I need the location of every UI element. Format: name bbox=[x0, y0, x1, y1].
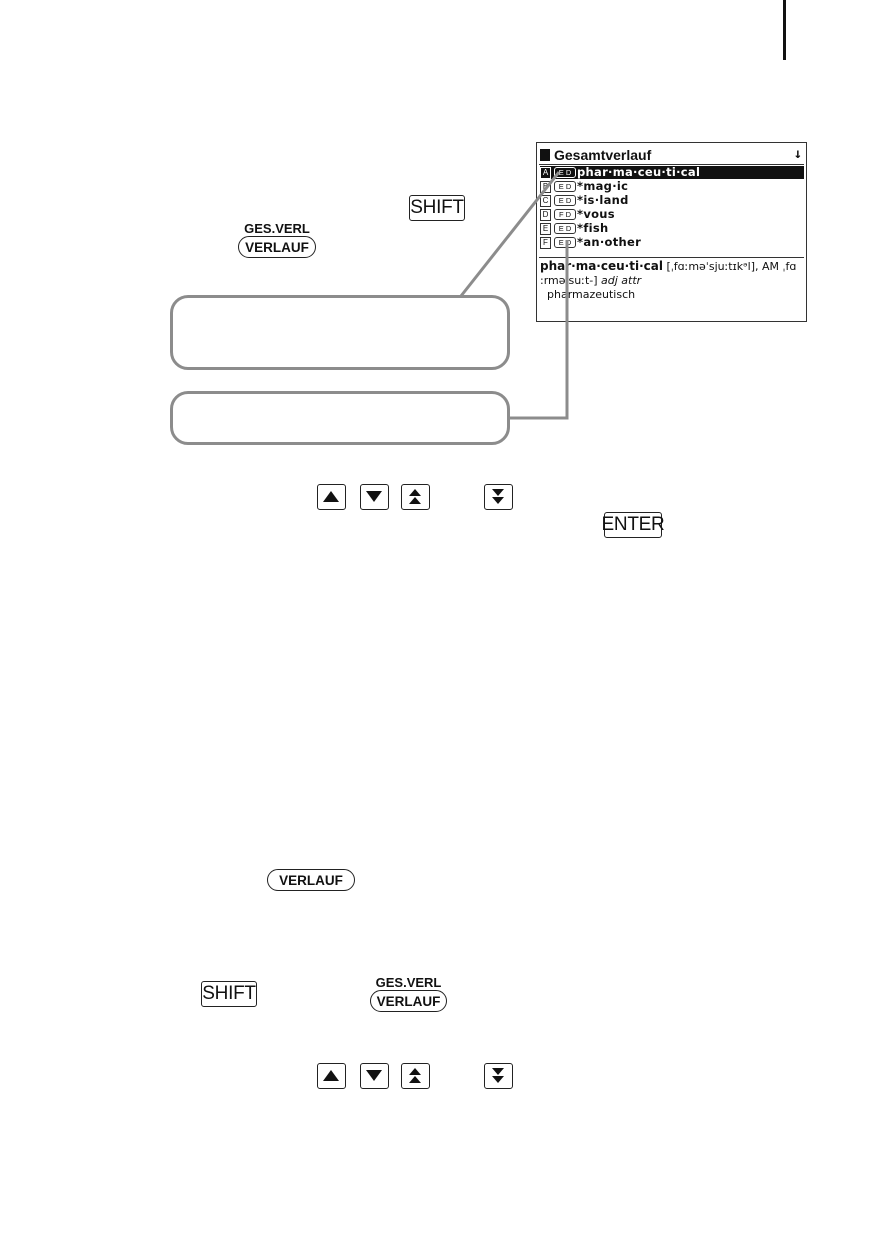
down-triangle-icon bbox=[366, 491, 382, 502]
history-row[interactable]: A E D phar·ma·ceu·ti·cal bbox=[540, 166, 804, 179]
ges-verl-label-2: GES.VERL bbox=[375, 975, 442, 990]
verlauf-key-3[interactable]: VERLAUF bbox=[370, 990, 447, 1012]
ges-verl-label: GES.VERL bbox=[244, 221, 310, 236]
verlauf-key-2[interactable]: VERLAUF bbox=[267, 869, 355, 891]
row-letter: C bbox=[540, 194, 551, 207]
callout-leader-lines bbox=[459, 171, 569, 420]
down-arrow-key-2[interactable] bbox=[360, 1063, 389, 1089]
history-word: *an·other bbox=[577, 235, 642, 249]
leader-line-lower bbox=[508, 240, 569, 420]
definition-divider bbox=[539, 257, 804, 258]
verlauf-key[interactable]: VERLAUF bbox=[238, 236, 316, 258]
definition-headword: phar·ma·ceu·ti·cal bbox=[540, 259, 663, 273]
definition-pos: adj attr bbox=[601, 274, 642, 287]
double-up-icon bbox=[409, 489, 421, 504]
dict-badge: E D bbox=[554, 167, 576, 178]
dict-badge: E D bbox=[554, 181, 576, 192]
history-word: *vous bbox=[577, 207, 615, 221]
row-letter: D bbox=[540, 208, 551, 221]
title-block-icon bbox=[540, 149, 550, 161]
history-word: phar·ma·ceu·ti·cal bbox=[577, 165, 701, 179]
page-up-key[interactable] bbox=[401, 484, 430, 510]
definition-pronunciation: [ˌfɑːməˈsjuːtɪkᵊl], AM ˌfɑ bbox=[662, 260, 797, 273]
row-letter: B bbox=[540, 180, 551, 193]
double-up-icon bbox=[409, 1068, 421, 1083]
history-word: *fish bbox=[577, 221, 609, 235]
double-down-icon bbox=[492, 1068, 504, 1083]
up-arrow-key[interactable] bbox=[317, 484, 346, 510]
row-letter: F bbox=[540, 236, 551, 249]
history-word: *mag·ic bbox=[577, 179, 629, 193]
double-down-icon bbox=[492, 489, 504, 504]
dict-badge: E D bbox=[554, 195, 576, 206]
row-letter: A bbox=[540, 166, 551, 179]
page-down-key[interactable] bbox=[484, 484, 513, 510]
down-triangle-icon bbox=[366, 1070, 382, 1081]
title-divider bbox=[539, 164, 804, 165]
leader-line-upper bbox=[459, 171, 561, 297]
shift-key[interactable]: SHIFT bbox=[409, 195, 465, 221]
history-row[interactable]: E E D *fish bbox=[540, 222, 804, 235]
up-triangle-icon bbox=[323, 491, 339, 502]
definition-line-2: :rməˈsuːt-] adj attr bbox=[540, 274, 804, 287]
screen-title: Gesamtverlauf bbox=[540, 147, 651, 163]
page-down-key-2[interactable] bbox=[484, 1063, 513, 1089]
history-word: *is·land bbox=[577, 193, 629, 207]
callout-box-upper bbox=[170, 295, 510, 370]
history-row[interactable]: B E D *mag·ic bbox=[540, 180, 804, 193]
definition-line-1: phar·ma·ceu·ti·cal [ˌfɑːməˈsjuːtɪkᵊl], A… bbox=[540, 259, 804, 274]
shift-key-2[interactable]: SHIFT bbox=[201, 981, 257, 1007]
up-triangle-icon bbox=[323, 1070, 339, 1081]
down-arrow-key[interactable] bbox=[360, 484, 389, 510]
page-up-key-2[interactable] bbox=[401, 1063, 430, 1089]
history-screen: Gesamtverlauf ↓ A E D phar·ma·ceu·ti·cal… bbox=[536, 142, 807, 322]
callout-box-lower bbox=[170, 391, 510, 445]
history-row[interactable]: D F D *vous bbox=[540, 208, 804, 221]
dict-badge: F D bbox=[554, 209, 576, 220]
up-arrow-key-2[interactable] bbox=[317, 1063, 346, 1089]
definition-pronunciation-cont: :rməˈsuːt-] bbox=[540, 274, 602, 287]
enter-key[interactable]: ENTER bbox=[602, 512, 665, 538]
history-row[interactable]: C E D *is·land bbox=[540, 194, 804, 207]
definition-translation: pharmazeutisch bbox=[547, 288, 636, 301]
dict-badge: E D bbox=[554, 223, 576, 234]
dict-badge: E D bbox=[554, 237, 576, 248]
history-row[interactable]: F E D *an·other bbox=[540, 236, 804, 249]
page-edge-rule bbox=[783, 0, 786, 60]
scroll-down-icon: ↓ bbox=[793, 146, 802, 162]
row-letter: E bbox=[540, 222, 551, 235]
